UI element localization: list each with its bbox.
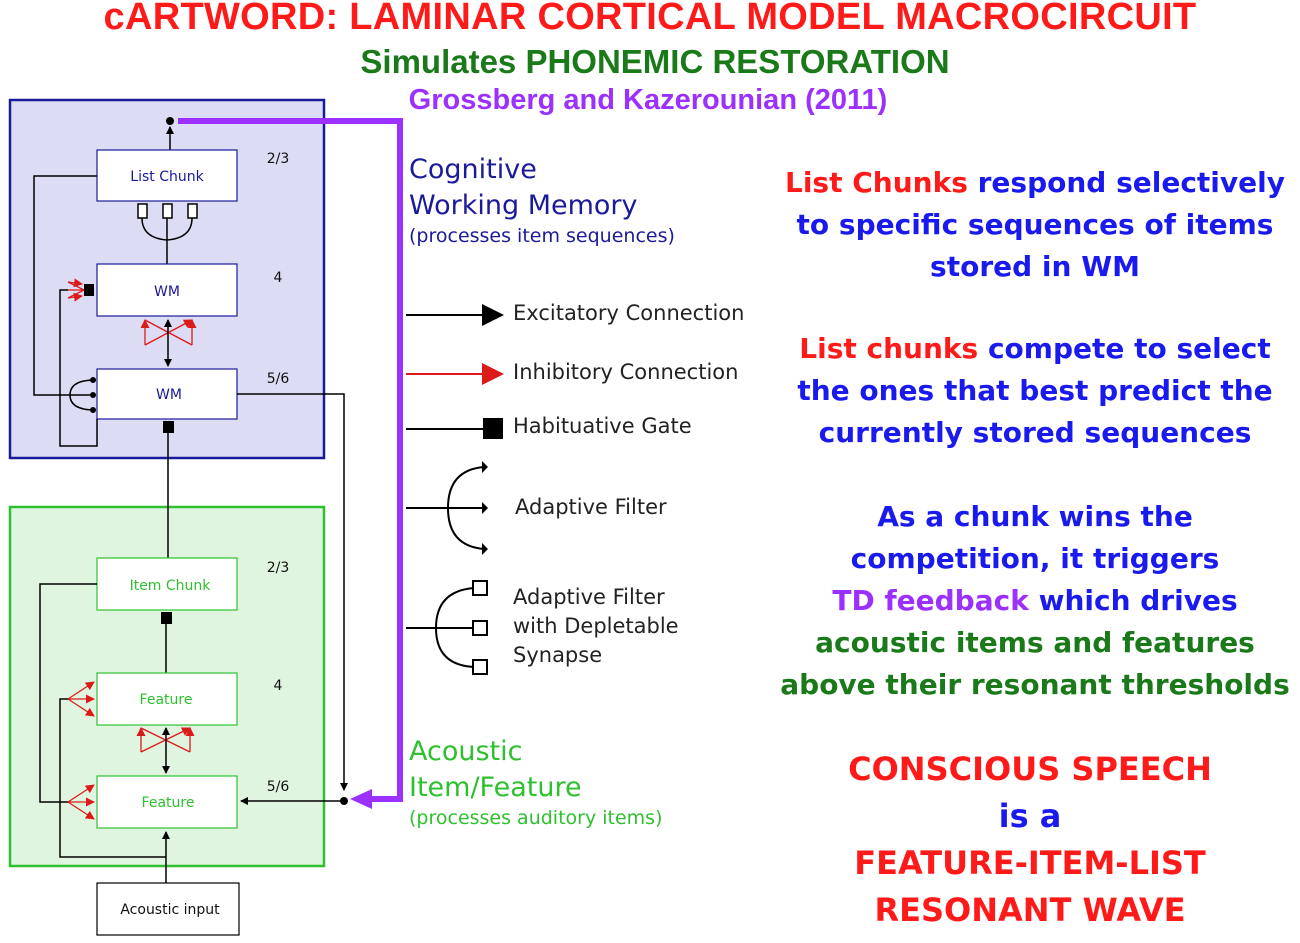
legend-depletable-line1: Adaptive Filter xyxy=(513,585,665,609)
item-chunk-label: Item Chunk xyxy=(130,578,212,594)
conclusion-line3: FEATURE-ITEM-LIST xyxy=(854,844,1206,882)
legend-depletable-line2: with Depletable xyxy=(513,614,679,638)
feature-layer-56: 5/6 xyxy=(267,779,290,795)
conclusion-line1: CONSCIOUS SPEECH xyxy=(848,750,1212,788)
wm-layer-4: 4 xyxy=(274,270,283,286)
td-feedback-path xyxy=(178,118,403,802)
legend-inhibitory: Inhibitory Connection xyxy=(513,360,739,384)
page-subtitle: Simulates PHONEMIC RESTORATION xyxy=(360,43,950,80)
acoustic-input-node xyxy=(96,882,240,936)
feature-lower-node xyxy=(96,775,238,829)
explanation-paragraph-1: List Chunks respond selectively to speci… xyxy=(770,162,1300,288)
conclusion-line2: is a xyxy=(998,797,1062,835)
conclusion-line4: RESONANT WAVE xyxy=(874,891,1186,929)
p2-line3: currently stored sequences xyxy=(818,416,1252,449)
acoustic-feature-label: Acoustic Item/Feature (processes auditor… xyxy=(409,734,663,830)
acoustic-label-sub: (processes auditory items) xyxy=(409,807,663,829)
item-chunk-node xyxy=(96,557,238,611)
adaptive-filter-legend-glyph xyxy=(406,461,488,555)
p3-line2: competition, it triggers xyxy=(850,542,1220,575)
legend-depletable: Adaptive Filter with Depletable Synapse xyxy=(513,583,679,670)
feature-layer-23: 2/3 xyxy=(267,560,290,576)
feature-upper-label: Feature xyxy=(140,692,193,708)
p3-line1: As a chunk wins the xyxy=(877,500,1193,533)
cognitive-label-line1: Cognitive xyxy=(409,154,537,185)
p1-red: List Chunks xyxy=(784,166,968,199)
legend-depletable-line3: Synapse xyxy=(513,643,603,667)
explanation-paragraph-2: List chunks compete to select the ones t… xyxy=(770,328,1300,454)
p1-line3: stored in WM xyxy=(930,250,1140,283)
feature-layer-4: 4 xyxy=(274,678,283,694)
p2-line2: the ones that best predict the xyxy=(797,374,1273,407)
wm-layer-23: 2/3 xyxy=(267,151,290,167)
p1-rest: respond selectively xyxy=(967,166,1285,199)
wm-layer-56: 5/6 xyxy=(267,371,290,387)
explanation-paragraph-3: As a chunk wins the competition, it trig… xyxy=(770,496,1300,706)
feature-lower-label: Feature xyxy=(142,795,195,811)
legend-excitatory: Excitatory Connection xyxy=(513,301,745,325)
legend-adaptive-filter: Adaptive Filter xyxy=(515,495,667,519)
authors-citation: Grossberg and Kazerounian (2011) xyxy=(408,84,888,116)
list-chunk-label: List Chunk xyxy=(130,169,204,185)
page-title: cARTWORD: LAMINAR CORTICAL MODEL MACROCI… xyxy=(103,0,1197,38)
p1-line2: to specific sequences of items xyxy=(796,208,1274,241)
legend-habituative: Habituative Gate xyxy=(513,414,692,438)
cognitive-wm-label: Cognitive Working Memory (processes item… xyxy=(409,152,675,248)
habituative-legend-glyph xyxy=(406,418,503,439)
acoustic-input-label: Acoustic input xyxy=(120,902,220,918)
p2-rest: compete to select xyxy=(978,332,1271,365)
depletable-synapse-legend-glyph xyxy=(406,580,488,675)
cognitive-label-line2: Working Memory xyxy=(409,190,638,221)
p3-line5: above their resonant thresholds xyxy=(780,668,1290,701)
cognitive-label-sub: (processes item sequences) xyxy=(409,225,675,247)
p3-line4: acoustic items and features xyxy=(815,626,1255,659)
acoustic-label-line2: Item/Feature xyxy=(409,772,582,803)
p3-purple: TD feedback xyxy=(832,584,1029,617)
p3-rest: which drives xyxy=(1028,584,1238,617)
conclusion: CONSCIOUS SPEECH is a FEATURE-ITEM-LIST … xyxy=(780,746,1280,934)
p2-red: List chunks xyxy=(799,332,979,365)
acoustic-label-line1: Acoustic xyxy=(409,736,523,767)
wm-upper-node xyxy=(96,263,238,317)
list-chunk-node xyxy=(96,149,238,202)
feature-upper-node xyxy=(96,672,238,726)
wm-upper-label: WM xyxy=(154,284,180,300)
wm-lower-label: WM xyxy=(156,387,182,403)
